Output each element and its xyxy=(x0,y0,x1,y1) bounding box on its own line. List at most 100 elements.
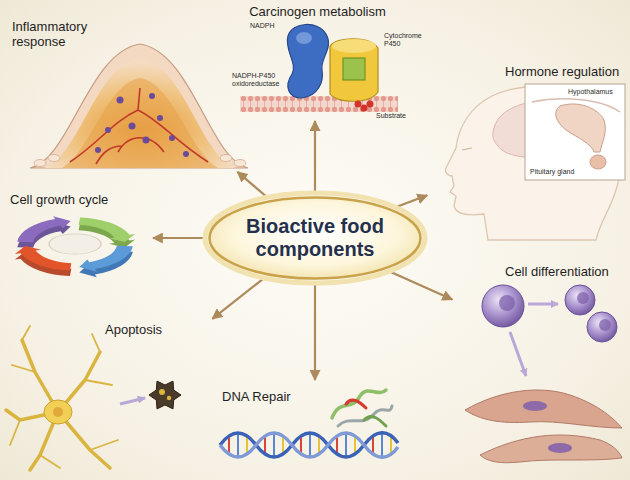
inflammation-illustration-part-part xyxy=(157,115,163,121)
hub-ellipse-node: Bioactive food components xyxy=(208,196,422,280)
dna-illustration-part xyxy=(332,390,392,426)
cytochrome-illustration-part xyxy=(343,58,365,80)
part-label: Cytochrome P450 xyxy=(384,32,428,48)
apoptosis-illustration-part xyxy=(149,381,181,409)
node-label: Apoptosis xyxy=(105,323,162,338)
differentiation-illustration-part xyxy=(528,303,558,306)
inflammation-illustration-part-part xyxy=(220,155,232,162)
dna-illustration-part xyxy=(220,433,398,457)
apoptosis-illustration-part xyxy=(120,398,145,404)
differentiation-illustration-part xyxy=(510,332,526,376)
node-label: Inflammatory response xyxy=(12,20,112,50)
effect-group: Hormone regulation xyxy=(430,60,625,240)
cytochrome-illustration-part-part xyxy=(367,101,374,108)
cytochrome-illustration xyxy=(240,24,398,112)
dna-illustration-part-part xyxy=(237,434,239,456)
dna-illustration-part-part xyxy=(345,434,347,456)
apoptosis-illustration-part-part xyxy=(6,340,110,470)
cytochrome-illustration-part xyxy=(330,39,378,102)
dna-illustration-part-part xyxy=(309,434,311,456)
differentiation-illustration-part xyxy=(499,295,515,311)
inflammation-illustration-part-part xyxy=(117,97,124,104)
inflammation-illustration-part-part xyxy=(169,135,175,141)
differentiation-illustration-part xyxy=(465,390,622,428)
effect-group: Cell growth cycle xyxy=(5,188,150,283)
differentiation-illustration xyxy=(465,285,622,463)
dna-illustration-part-part xyxy=(364,417,386,426)
dna-illustration xyxy=(220,390,398,457)
apoptosis-illustration xyxy=(6,326,181,470)
connector-arrow xyxy=(314,121,316,192)
differentiation-illustration-part xyxy=(577,292,589,304)
hub-ellipse xyxy=(210,198,421,279)
inflammation-illustration-part-part xyxy=(143,137,150,144)
connector-arrow xyxy=(153,237,204,239)
connector-arrow xyxy=(237,172,267,197)
node-label: Cell growth cycle xyxy=(10,193,108,208)
apoptosis-illustration-part xyxy=(44,400,72,424)
cell-cycle-illustration-part xyxy=(49,234,101,254)
inflammation-illustration-part-part xyxy=(95,147,101,153)
apoptosis-illustration-part xyxy=(167,396,171,400)
cytochrome-illustration-part-part xyxy=(355,101,362,108)
effect-group: Inflammatory response xyxy=(8,18,248,170)
inflammation-illustration-part xyxy=(95,93,189,157)
dna-illustration-part-part xyxy=(354,437,356,453)
differentiation-illustration-part xyxy=(599,319,611,331)
inflammation-illustration-part-part xyxy=(34,160,46,167)
dna-illustration-part-part xyxy=(336,437,338,453)
dna-illustration-part-part xyxy=(282,437,284,453)
inflammation-illustration-part xyxy=(30,44,248,168)
connector-arrow xyxy=(314,284,316,380)
cytochrome-illustration-part xyxy=(240,96,398,112)
inflammation-illustration-part xyxy=(44,58,236,168)
connector-arrow xyxy=(212,278,264,319)
dna-illustration-part-part xyxy=(273,434,275,456)
part-label: NADPH xyxy=(250,22,275,30)
inflammation-illustration-part-part xyxy=(183,151,189,157)
node-label: DNA Repair xyxy=(222,390,291,405)
head-illustration xyxy=(445,84,625,240)
dna-illustration-part xyxy=(229,434,391,456)
connector-arrow xyxy=(389,271,452,299)
cytochrome-illustration-part xyxy=(296,32,312,44)
dna-illustration-part-part xyxy=(372,437,374,453)
differentiation-illustration-part xyxy=(587,312,617,342)
connector-arrow xyxy=(396,195,428,207)
inflammation-illustration-part-part xyxy=(105,127,111,133)
differentiation-illustration-part xyxy=(480,435,622,463)
inflammation-illustration-part-part xyxy=(234,160,246,167)
apoptosis-illustration-part xyxy=(159,389,165,395)
apoptosis-illustration-part xyxy=(6,326,118,470)
cell-cycle-illustration xyxy=(15,216,135,277)
inflammation-illustration-part-part xyxy=(48,155,60,162)
dna-illustration-part-part xyxy=(332,390,386,418)
inflammation-illustration xyxy=(30,44,248,168)
dna-illustration-part-part xyxy=(300,437,302,453)
node-label: Carcinogen metabolism xyxy=(230,5,405,20)
dna-illustration-part-part xyxy=(264,437,266,453)
dna-illustration-part-part xyxy=(381,434,383,456)
inflammation-illustration-part xyxy=(70,88,208,164)
dna-illustration-part xyxy=(220,433,398,457)
cytochrome-illustration-part-part xyxy=(361,105,368,112)
inflammation-illustration-part-part xyxy=(129,123,136,130)
inflammation-illustration-part-part xyxy=(149,93,155,99)
differentiation-illustration-part xyxy=(565,285,595,315)
dna-illustration-part-part xyxy=(390,437,392,453)
node-label: Cell differentiation xyxy=(505,265,609,280)
dna-illustration-part-part xyxy=(318,437,320,453)
head-illustration-part xyxy=(556,104,606,152)
part-label: Substrate xyxy=(376,112,406,120)
part-label: NADPH-P450 oxidoreductase xyxy=(232,72,284,88)
effect-group: Carcinogen metabolism xyxy=(230,2,405,118)
hub-glow xyxy=(205,193,425,283)
inflammation-illustration-part xyxy=(34,155,246,167)
cytochrome-illustration-part xyxy=(287,24,328,98)
inflammation-illustration-part xyxy=(62,78,218,168)
differentiation-illustration-part xyxy=(523,401,547,411)
part-label: Hypothalamus xyxy=(568,88,613,96)
dna-illustration-part-part xyxy=(346,400,366,408)
node-label: Hormone regulation xyxy=(505,65,619,80)
